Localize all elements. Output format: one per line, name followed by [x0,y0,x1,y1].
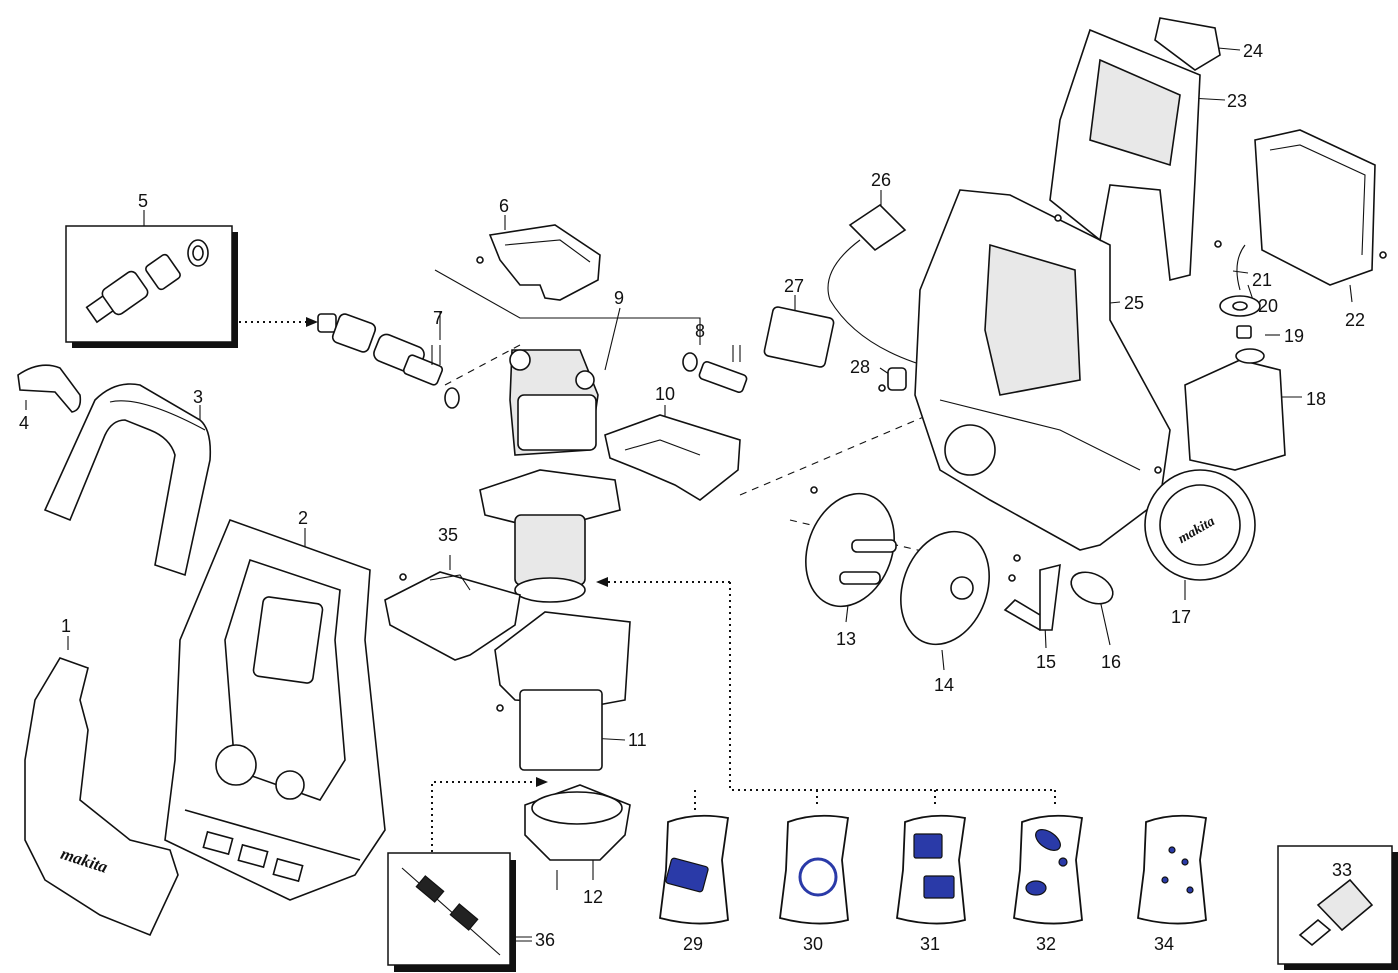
part-15-crank [1003,563,1061,631]
part-35-plate [384,571,521,661]
label-part-11: 11 [628,730,647,750]
label-part-5: 5 [138,191,148,211]
label-part-24: 24 [1243,41,1263,61]
label-part-21: 21 [1252,270,1272,290]
label-part-28: 28 [850,357,870,377]
part-33-inset-box [1277,845,1398,970]
part-12-base [524,784,631,890]
label-part-1: 1 [61,616,71,636]
part-30-bag [779,814,850,925]
label-part-26: 26 [871,170,891,190]
label-part-6: 6 [499,196,509,216]
part-6-bracket [488,224,601,301]
part-17-wheel: makita [1144,469,1256,581]
part-32-bag [1013,814,1084,925]
part-23-handle-frame [1049,28,1201,281]
label-part-8: 8 [695,321,705,341]
label-part-7: 7 [433,308,443,328]
screws [399,214,1387,712]
label-part-18: 18 [1306,389,1326,409]
part-36-inset-box [387,852,516,972]
part-21-tube [1236,244,1246,291]
label-part-22: 22 [1345,310,1365,330]
part-18-bottle [1184,348,1286,471]
label-part-16: 16 [1101,652,1121,672]
part-28-clamp [887,367,907,391]
part-22-bracket [1254,129,1376,286]
label-part-36: 36 [535,930,555,950]
label-part-12: 12 [583,887,603,907]
label-part-25: 25 [1124,293,1144,313]
part-25-housing [914,189,1171,551]
label-part-15: 15 [1036,652,1056,672]
part-31-bag [896,814,967,925]
label-part-29: 29 [683,934,703,954]
label-part-32: 32 [1036,934,1056,954]
part-29-bag [659,814,730,925]
label-part-27: 27 [784,276,804,296]
label-part-35: 35 [438,525,458,545]
label-part-13: 13 [836,629,856,649]
part-27-box [763,306,835,368]
label-part-23: 23 [1227,91,1247,111]
label-part-9: 9 [614,288,624,308]
part-1-front-cover: makita [24,657,179,937]
label-part-20: 20 [1258,296,1278,316]
part-4-cap [17,364,82,413]
part-5-inset-box [65,225,238,348]
part-number-labels: 1 2 3 4 5 6 7 8 9 10 11 12 13 14 15 16 1… [19,41,1365,954]
part-2-frame [164,518,386,901]
part-10-plate [604,414,741,501]
part-26-plug [827,203,941,371]
label-part-34: 34 [1154,934,1174,954]
part-24-cap [1154,17,1221,71]
part-13-reel-disc [805,492,897,608]
center-fittings [317,313,748,409]
label-part-17: 17 [1171,607,1191,627]
label-part-31: 31 [920,934,940,954]
label-part-2: 2 [298,508,308,528]
part-11-tank [494,611,631,771]
label-part-4: 4 [19,413,29,433]
part-19-cap [1236,325,1252,339]
part-20-ring [1219,295,1261,317]
part-14-reel-disc [900,530,990,646]
label-part-10: 10 [655,384,675,404]
label-part-33: 33 [1332,860,1352,880]
label-part-3: 3 [193,387,203,407]
part-34-bag [1137,814,1208,925]
part-9-pump-motor [479,349,621,603]
label-part-19: 19 [1284,326,1304,346]
part-3-handle [43,383,212,577]
part-16-knob [1070,571,1114,605]
label-part-14: 14 [934,675,954,695]
label-part-30: 30 [803,934,823,954]
